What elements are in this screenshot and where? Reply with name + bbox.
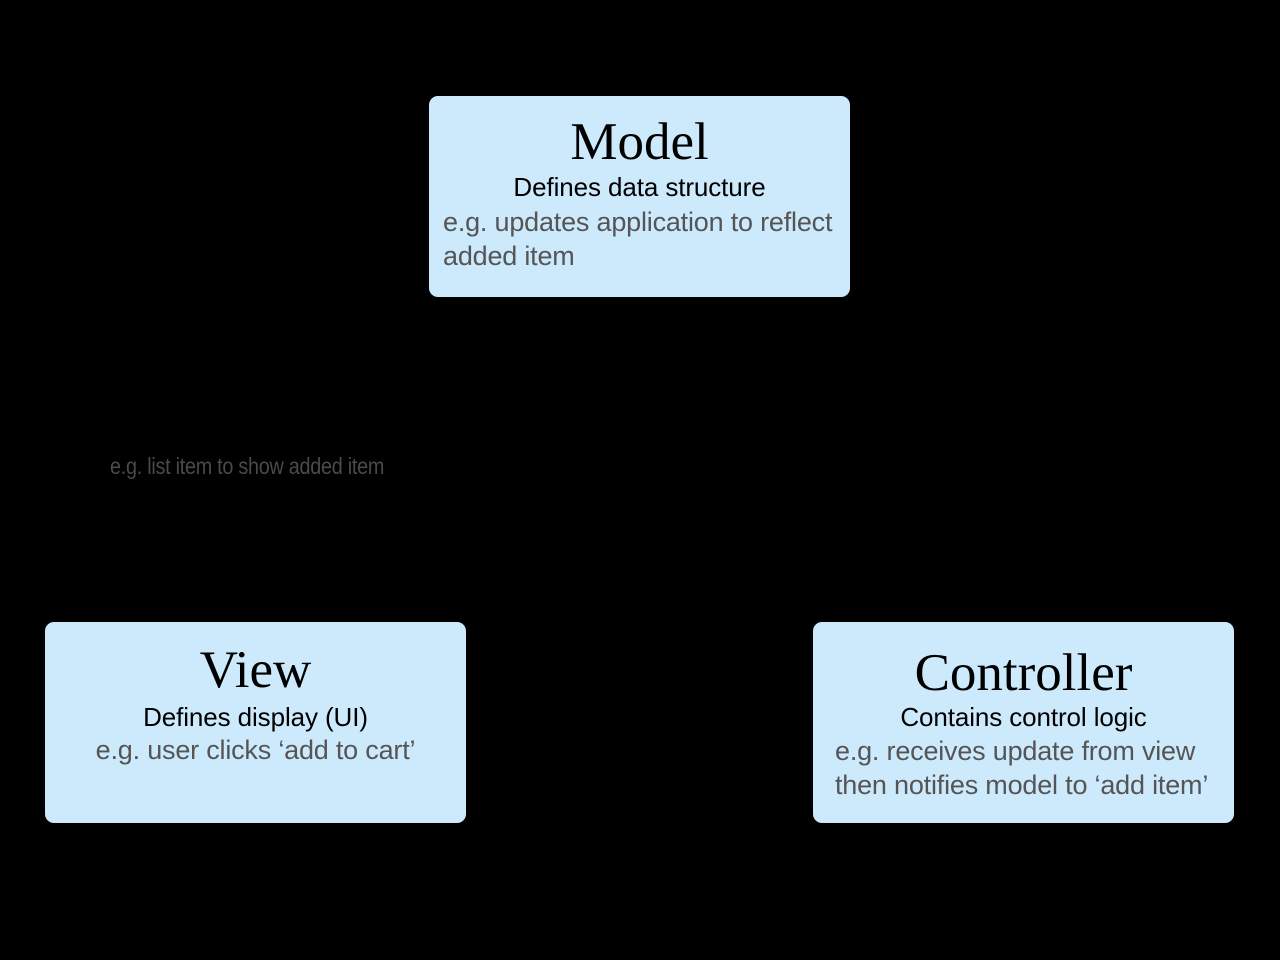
node-controller-subtitle: Contains control logic <box>900 702 1147 732</box>
node-controller-title: Controller <box>914 644 1133 702</box>
node-view[interactable]: View Defines display (UI) e.g. user clic… <box>45 622 466 823</box>
node-view-example: e.g. user clicks ‘add to cart’ <box>95 735 416 766</box>
node-view-title: View <box>199 641 312 699</box>
node-controller-example: e.g. receives update from view then noti… <box>835 736 1209 801</box>
node-controller[interactable]: Controller Contains control logic e.g. r… <box>813 622 1234 823</box>
node-model-example: e.g. updates application to reflect adde… <box>443 207 833 272</box>
annotation-view-model: e.g. list item to show added item <box>110 453 385 479</box>
node-model[interactable]: Model Defines data structure e.g. update… <box>429 96 850 297</box>
node-model-subtitle: Defines data structure <box>513 172 766 202</box>
node-model-title: Model <box>570 113 709 171</box>
node-view-subtitle: Defines display (UI) <box>143 702 368 732</box>
